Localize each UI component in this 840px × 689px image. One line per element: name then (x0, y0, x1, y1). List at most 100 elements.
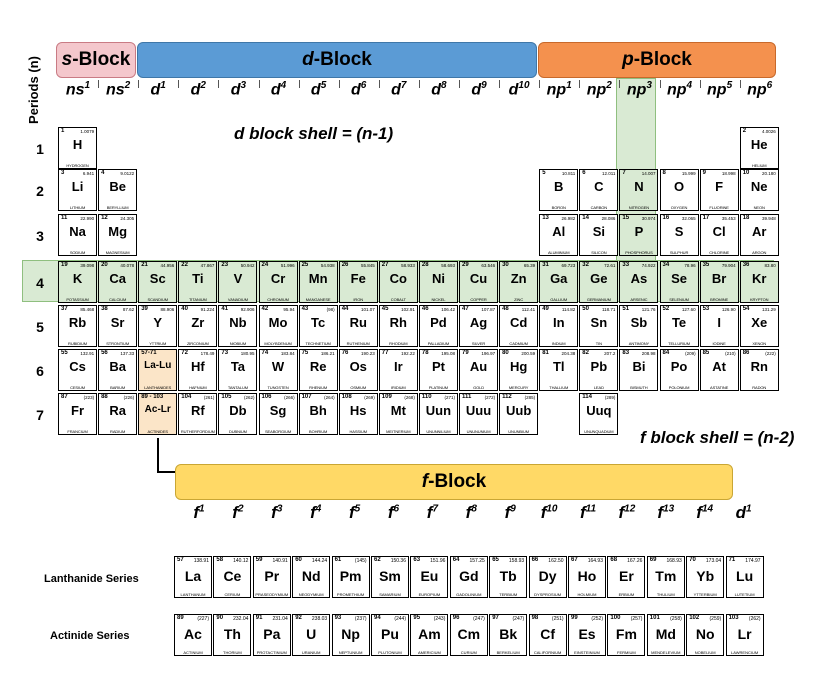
atomic-number: 53 (702, 306, 710, 312)
element-name: SILICON (591, 249, 607, 255)
f-sublevel-label: f3 (258, 503, 296, 523)
atomic-mass: 157.25 (469, 558, 485, 564)
atomic-mass: (268) (404, 395, 415, 400)
f-sublevel-superscript: 14 (701, 503, 714, 515)
atomic-mass: 208.98 (641, 351, 656, 356)
element-symbol: Bk (499, 626, 518, 642)
sublevel-divider (619, 80, 621, 88)
element-name: ASTATINE (710, 384, 729, 390)
atomic-mass: (226) (123, 395, 135, 400)
atomic-mass: 54.938 (320, 263, 335, 268)
element-symbol: Cr (270, 271, 286, 286)
element-name: POTASSIUM (66, 296, 89, 302)
sublevel-label: np2 (579, 80, 619, 99)
atomic-mass: 207.2 (604, 351, 616, 356)
element-symbol: Dy (538, 568, 557, 584)
atomic-number: 111 (462, 394, 472, 400)
element-symbol: Rh (389, 315, 408, 330)
atomic-number: 84 (662, 350, 670, 356)
element-symbol: In (552, 315, 565, 330)
element-symbol: Be (109, 179, 126, 194)
element-name: IRON (353, 296, 364, 302)
element-name: KRYPTON (749, 296, 769, 302)
atomic-number: 5 (542, 170, 546, 176)
element-symbol: Am (418, 626, 441, 642)
sublevel-divider (218, 80, 220, 88)
sublevel-label: d1 (138, 80, 178, 99)
atomic-number: 87 (61, 394, 68, 400)
element-name: EUROPIUM (418, 592, 441, 597)
lanthanide-series-label: Lanthanide Series (44, 573, 139, 585)
sublevel-superscript: 3 (240, 80, 247, 91)
atomic-mass: (269) (364, 395, 375, 400)
element-name: GADOLINIUM (456, 592, 482, 597)
element-symbol: Kr (752, 271, 767, 286)
atomic-mass: 118.71 (601, 307, 616, 312)
atomic-mass: 74.922 (641, 263, 656, 268)
element-symbol: Tl (552, 359, 565, 374)
atomic-number: 47 (462, 306, 469, 312)
element-symbol: Se (671, 271, 687, 286)
f-sublevel-superscript: 6 (393, 503, 400, 515)
element-symbol: Pa (263, 626, 281, 642)
atomic-mass: 200.59 (521, 351, 536, 356)
element-name: HOLMIUM (577, 592, 597, 597)
sublevel-divider (98, 80, 100, 88)
element-symbol: No (695, 626, 715, 642)
element-name: HAFNIUM (189, 384, 207, 390)
sublevel-base: np (747, 81, 767, 99)
f-sublevel-superscript: 12 (624, 503, 636, 515)
period-number: 3 (36, 228, 44, 244)
atomic-number: 103 (728, 615, 739, 621)
atomic-number: 77 (381, 350, 389, 356)
element-symbol: Zr (191, 315, 205, 330)
atomic-mass: (285) (524, 395, 536, 400)
atomic-number: 106 (261, 394, 272, 400)
atomic-number: 31 (542, 262, 549, 268)
atomic-number: 25 (301, 262, 309, 268)
element-name: MOLYBDENUM (264, 340, 292, 346)
atomic-number: 88 (101, 394, 108, 400)
periods-axis-label: Periods (n) (26, 56, 41, 124)
element-symbol: Sm (379, 568, 401, 584)
atomic-mass: 32.065 (681, 216, 696, 221)
f-sublevel-base: f (504, 503, 511, 522)
p-block-header: p-Block (538, 42, 776, 78)
atomic-mass: (261) (203, 395, 215, 400)
atomic-number: 100 (610, 615, 621, 621)
element-symbol: Mn (308, 271, 328, 286)
d-block-header: d-Block (137, 42, 537, 78)
atomic-number: 12 (101, 215, 108, 221)
element-name: PRASEODYMIUM (255, 592, 289, 597)
element-symbol: F (715, 179, 724, 194)
atomic-mass: 137.33 (120, 351, 135, 356)
period-number: 1 (36, 141, 44, 157)
element-name: CHROMIUM (267, 296, 289, 302)
f-sublevel-label: d1 (725, 503, 763, 523)
atomic-mass: 95.94 (283, 307, 295, 312)
atomic-number: 28 (421, 262, 429, 268)
f-sublevel-superscript: 13 (663, 503, 675, 515)
atomic-number: 38 (101, 306, 108, 312)
atomic-number: 26 (341, 262, 349, 268)
element-name: LITHIUM (69, 204, 86, 210)
element-symbol: Eu (420, 568, 439, 584)
atomic-number: 64 (452, 557, 460, 563)
element-name: TANTALUM (227, 384, 249, 390)
element-name: RUBIDIUM (68, 340, 88, 346)
atomic-number: 3 (61, 170, 65, 176)
